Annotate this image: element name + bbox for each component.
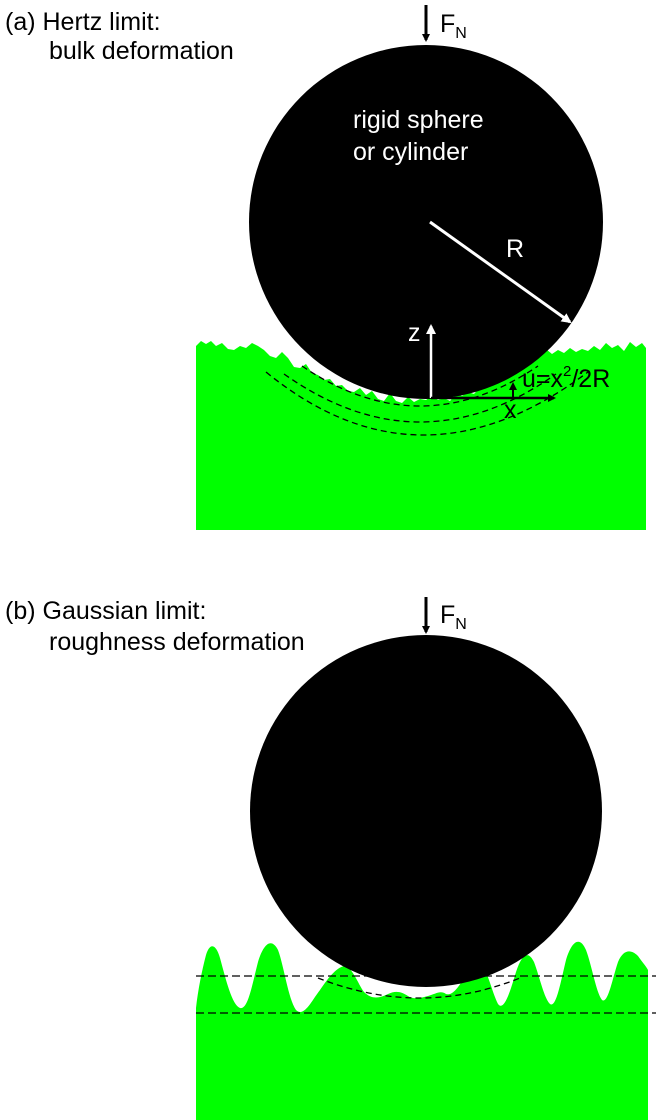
panel-a-stress-contour-inner	[301, 365, 539, 407]
panel-a-title-line2: bulk deformation	[49, 37, 234, 65]
panel-a-rigid-sphere	[249, 45, 603, 399]
panel-a-x-label: x	[504, 396, 517, 424]
panel-a-force-label: FN	[440, 10, 467, 42]
panel-a-radius-label: R	[506, 235, 524, 263]
panel-b-deformation-contour	[317, 977, 521, 999]
panel-a-radius-arrow	[429, 220, 572, 324]
panel-a-stress-contour-middle	[283, 373, 557, 423]
panel-a-indenter-label-line1: rigid sphere	[353, 106, 484, 134]
panel-b-rigid-sphere	[250, 635, 602, 987]
panel-b-title-line1: (b) Gaussian limit:	[5, 597, 206, 625]
panel-a-stress-contour-outer	[265, 371, 589, 436]
panel-a-z-label: z	[408, 319, 421, 347]
panel-a-displacement-label: u=x2/2R	[522, 363, 610, 393]
panel-b-force-label: FN	[440, 601, 467, 633]
panel-a-indenter-label-line2: or cylinder	[353, 138, 468, 166]
panel-a: (a) Hertz limit: bulk deformation FN rig…	[5, 5, 646, 530]
panel-b-substrate	[196, 941, 648, 1120]
panel-a-title-line1: (a) Hertz limit:	[5, 8, 161, 36]
panel-b: (b) Gaussian limit: roughness deformatio…	[5, 597, 656, 1120]
panel-b-title-line2: roughness deformation	[49, 628, 305, 656]
